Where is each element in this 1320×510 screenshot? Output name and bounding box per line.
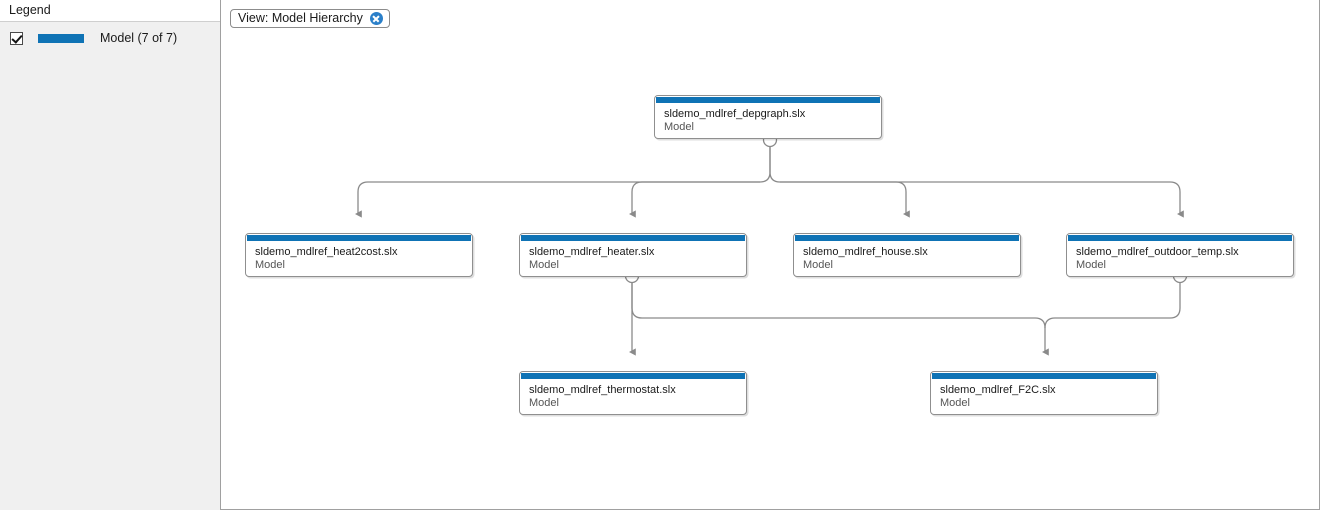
view-filter-chip[interactable]: View: Model Hierarchy (230, 9, 390, 28)
node-type: Model (803, 259, 833, 271)
close-circle-icon[interactable] (369, 12, 383, 25)
legend-panel: Legend Model (7 of 7) (0, 0, 221, 510)
node-text: sldemo_mdlref_heat2cost.slx Model (246, 241, 472, 272)
node-name: sldemo_mdlref_F2C.slx (940, 384, 1056, 396)
node-text: sldemo_mdlref_house.slx Model (794, 241, 1020, 272)
node-text: sldemo_mdlref_depgraph.slx Model (655, 103, 881, 134)
legend-title: Legend (9, 3, 51, 18)
node-text: sldemo_mdlref_heater.slx Model (520, 241, 746, 272)
graph-node-thermostat[interactable]: sldemo_mdlref_thermostat.slx Model (519, 371, 747, 415)
graph-node-heater[interactable]: sldemo_mdlref_heater.slx Model (519, 233, 747, 277)
node-accent-bar (932, 373, 1156, 379)
node-accent-bar (656, 97, 880, 103)
node-type: Model (940, 397, 970, 409)
node-name: sldemo_mdlref_heater.slx (529, 246, 655, 258)
edge-root-heat2cost (355, 181, 760, 218)
node-text: sldemo_mdlref_thermostat.slx Model (520, 379, 746, 410)
node-accent-bar (795, 235, 1019, 241)
node-text: sldemo_mdlref_F2C.slx Model (931, 379, 1157, 410)
legend-checkbox[interactable] (10, 31, 23, 45)
legend-body: Model (7 of 7) (0, 22, 220, 48)
edge-outdoor-temp-f2c (1044, 281, 1181, 329)
graph-node-outdoor-temp[interactable]: sldemo_mdlref_outdoor_temp.slx Model (1066, 233, 1294, 277)
node-name: sldemo_mdlref_outdoor_temp.slx (1076, 246, 1239, 258)
edge-root-heater (629, 181, 760, 218)
edge-heater-f2c (631, 281, 1049, 356)
legend-header: Legend (0, 0, 220, 22)
legend-item-model[interactable]: Model (7 of 7) (0, 28, 220, 48)
node-name: sldemo_mdlref_house.slx (803, 246, 928, 258)
legend-item-label: Model (7 of 7) (100, 31, 178, 45)
node-name: sldemo_mdlref_thermostat.slx (529, 384, 676, 396)
node-type: Model (664, 121, 694, 133)
edge-root-outdoor-temp (780, 181, 1184, 218)
edge-root-house (780, 181, 910, 218)
node-type: Model (529, 397, 559, 409)
node-type: Model (1076, 259, 1106, 271)
edge-root-stem-left (759, 145, 771, 183)
node-text: sldemo_mdlref_outdoor_temp.slx Model (1067, 241, 1293, 272)
view-chip-label: View: Model Hierarchy (238, 11, 363, 26)
node-name: sldemo_mdlref_depgraph.slx (664, 108, 806, 120)
node-type: Model (255, 259, 285, 271)
graph-node-root[interactable]: sldemo_mdlref_depgraph.slx Model (654, 95, 882, 139)
node-name: sldemo_mdlref_heat2cost.slx (255, 246, 398, 258)
node-accent-bar (521, 373, 745, 379)
node-type: Model (529, 259, 559, 271)
graph-canvas[interactable]: View: Model Hierarchy (221, 0, 1320, 510)
graph-node-heat2cost[interactable]: sldemo_mdlref_heat2cost.slx Model (245, 233, 473, 277)
legend-color-swatch (38, 33, 84, 43)
graph-node-house[interactable]: sldemo_mdlref_house.slx Model (793, 233, 1021, 277)
node-accent-bar (521, 235, 745, 241)
node-accent-bar (247, 235, 471, 241)
node-accent-bar (1068, 235, 1292, 241)
graph-node-f2c[interactable]: sldemo_mdlref_F2C.slx Model (930, 371, 1158, 415)
edge-root-stem-right (769, 145, 781, 183)
